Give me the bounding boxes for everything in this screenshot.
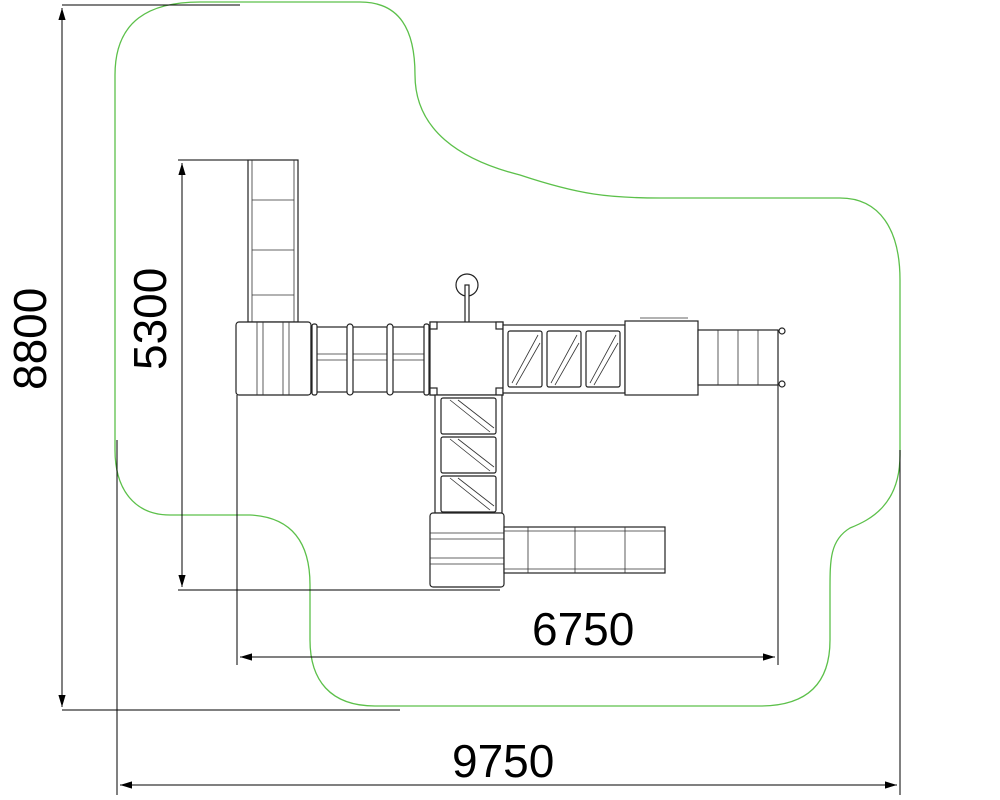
platform-bottom [429, 512, 505, 588]
platform-left [235, 321, 312, 396]
climbing-panels-right [502, 324, 626, 394]
dimension-9750: 9750 [116, 440, 901, 795]
dimension-label-8800: 8800 [4, 288, 56, 390]
dimension-8800: 8800 [4, 4, 400, 711]
platform-right [624, 317, 699, 396]
safety-zone-outline [114, 1, 901, 707]
dimension-label-6750: 6750 [532, 603, 634, 655]
slide-top-left [247, 159, 299, 323]
pole-sign [455, 273, 479, 324]
slide-bottom [503, 526, 666, 574]
climbing-panels-vertical [434, 394, 503, 514]
dimension-6750: 6750 [236, 380, 779, 665]
platform-center [429, 321, 504, 396]
crawl-tunnel [310, 323, 430, 396]
dimension-label-9750: 9750 [452, 735, 554, 787]
dimension-label-5300: 5300 [124, 268, 176, 370]
ladder-right [697, 327, 786, 388]
dimension-5300: 5300 [124, 159, 500, 591]
